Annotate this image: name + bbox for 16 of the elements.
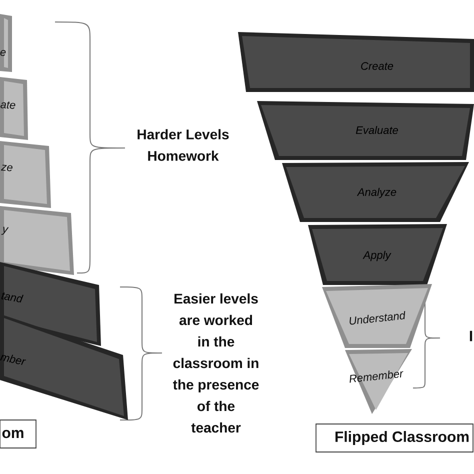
pyramid-step: ate <box>0 77 28 140</box>
pyramid-step: Apply <box>308 224 447 285</box>
pyramid-step: e <box>0 14 12 72</box>
caption-box: om <box>0 420 36 448</box>
pyramid-step: Understand <box>322 284 432 348</box>
caption-box: Flipped Classroom <box>316 424 474 452</box>
annotation: I <box>470 330 472 342</box>
annotation: Easier levels are worked in the classroom in the presence of the teacher <box>173 293 259 433</box>
pyramid-step: mber <box>0 314 128 420</box>
annotation: Harder Levels Homework <box>138 129 229 161</box>
pyramid-step: Evaluate <box>257 101 474 160</box>
pyramid-step: y <box>0 206 74 275</box>
pyramid-step: Analyze <box>282 162 469 222</box>
pyramid-step: Create <box>238 32 474 92</box>
pyramid-step: ze <box>0 141 51 208</box>
pyramid-step: Remember <box>345 349 412 414</box>
